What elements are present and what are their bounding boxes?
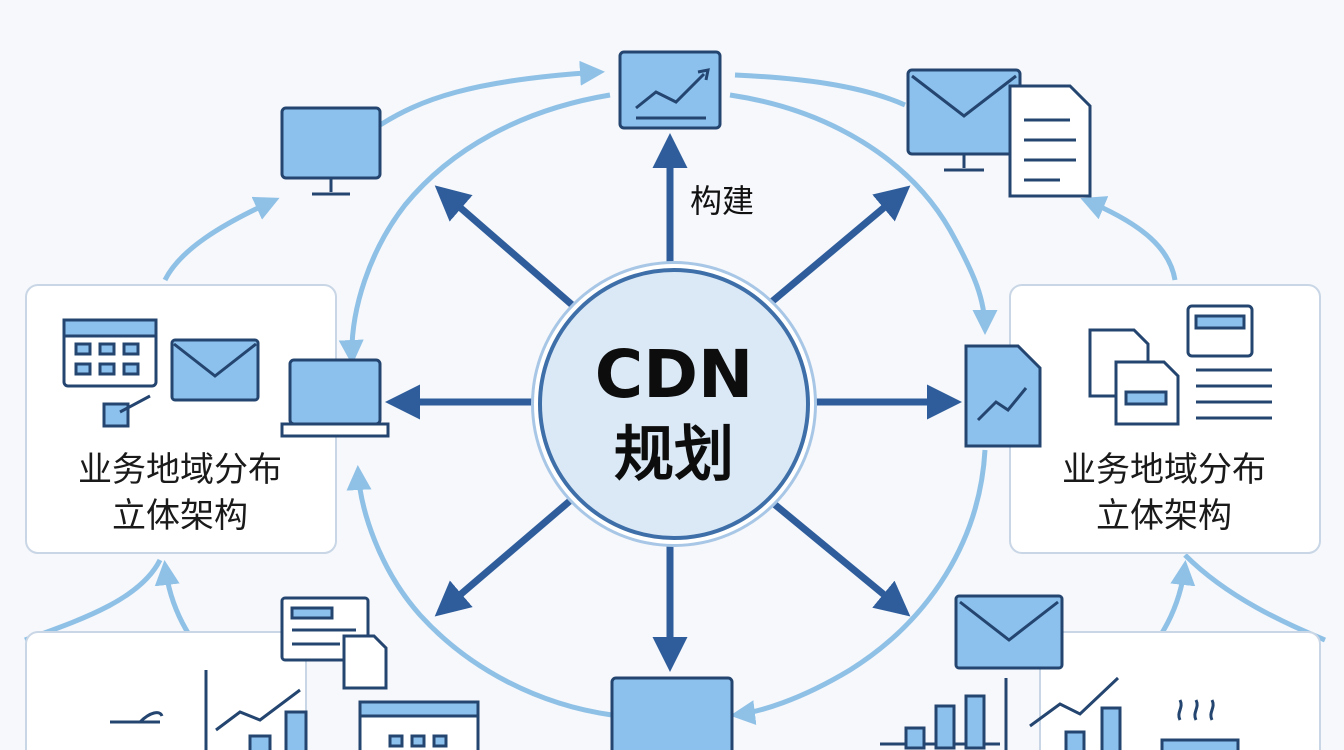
monitor-icon [280, 106, 382, 196]
spoke-label: 构建 [690, 182, 755, 220]
center-title: CDN [594, 336, 754, 413]
left-panel-line2: 立体架构 [112, 496, 248, 536]
chart-icon [618, 50, 722, 130]
email-monitor-icon [906, 68, 1022, 172]
calendar-icon [62, 318, 158, 388]
email-icon [170, 338, 260, 402]
center-circle [538, 268, 810, 540]
document-icon [280, 596, 480, 750]
inner-ring-arrows [338, 92, 998, 726]
right-panel-line2: 立体架构 [1096, 496, 1232, 536]
center-subtitle: 规划 [614, 420, 734, 490]
laptop-icon [280, 358, 390, 438]
right-panel-label: 业务地域分布 立体架构 [1014, 447, 1314, 539]
bar-chart-icon [880, 676, 1240, 750]
documents-icon [1088, 304, 1272, 426]
spoke-arrows [385, 133, 962, 672]
bottom-left-panel [25, 631, 307, 750]
server-icon [610, 676, 734, 750]
email-icon [954, 594, 1064, 670]
left-panel-line1: 业务地域分布 [78, 450, 282, 490]
document-icon [1008, 84, 1092, 198]
trend-document-icon [964, 344, 1042, 448]
edit-icon [102, 394, 151, 428]
left-panel-label: 业务地域分布 立体架构 [30, 447, 330, 539]
bar-chart-icon [110, 670, 308, 750]
right-panel-line1: 业务地域分布 [1062, 450, 1266, 490]
